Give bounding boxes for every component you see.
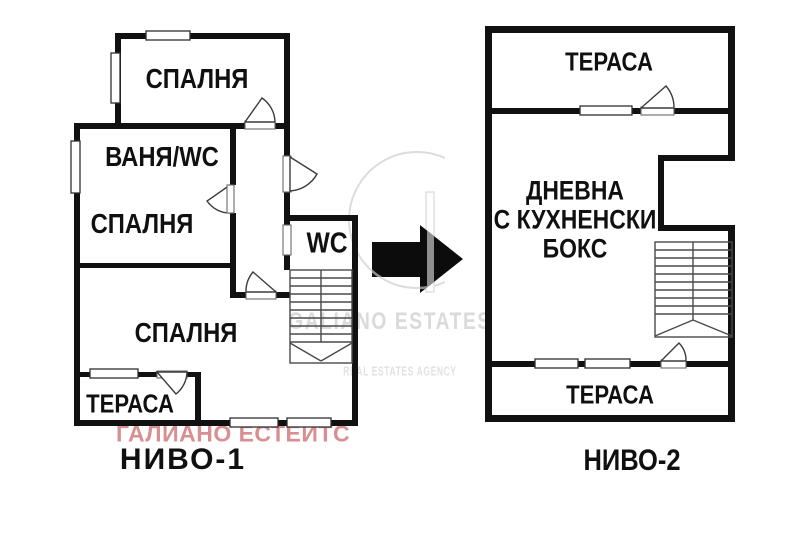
room-label-living-line3: БОКС [542, 233, 608, 264]
room-label-living-line1: ДНЕВНА [526, 175, 624, 206]
room-label-wc: WC [306, 227, 348, 260]
level1-title: НИВО-1 [119, 443, 247, 476]
level1-doors [155, 97, 318, 395]
room-label-bath-wc: ВАНЯ/WC [105, 141, 219, 172]
door-arc [639, 85, 675, 109]
window [89, 368, 139, 379]
room-label-bedroom-bottom: СПАЛНЯ [134, 317, 238, 348]
level2-staircase [654, 241, 733, 338]
window [110, 52, 121, 104]
window [70, 140, 81, 194]
level2-doors [639, 85, 687, 369]
level1-windows [70, 30, 332, 428]
entrance-door-arc [289, 155, 318, 192]
door-arc [243, 97, 276, 123]
room-label-living: ДНЕВНА С КУХНЕНСКИ БОКС [493, 175, 657, 264]
level2-windows [534, 105, 633, 369]
window [229, 417, 279, 428]
room-label-bedroom-middle: СПАЛНЯ [90, 208, 194, 239]
door-arc [155, 371, 188, 395]
room-label-bedroom-top: СПАЛНЯ [145, 63, 249, 94]
room-label-terrace-level1: ТЕРАСА [86, 388, 174, 419]
level2-plan [485, 26, 735, 422]
room-label-terrace-top-level2: ТЕРАСА [565, 46, 653, 77]
level1-plan [70, 30, 358, 428]
level1-staircase [289, 269, 353, 364]
window [286, 417, 332, 428]
window [579, 105, 633, 116]
watermark-tagline: REAL ESTATES AGENCY [343, 363, 457, 379]
level2-title: НИВО-2 [583, 444, 681, 477]
room-label-terrace-bottom-level2: ТЕРАСА [566, 379, 654, 410]
room-label-living-line2: С КУХНЕНСКИ [493, 204, 657, 235]
door-arc [659, 342, 687, 362]
window [584, 358, 631, 369]
watermark-agency-latin: GALIANO ESTATES [288, 308, 492, 335]
window [534, 358, 579, 369]
door-arc [245, 271, 278, 293]
window [145, 30, 191, 41]
